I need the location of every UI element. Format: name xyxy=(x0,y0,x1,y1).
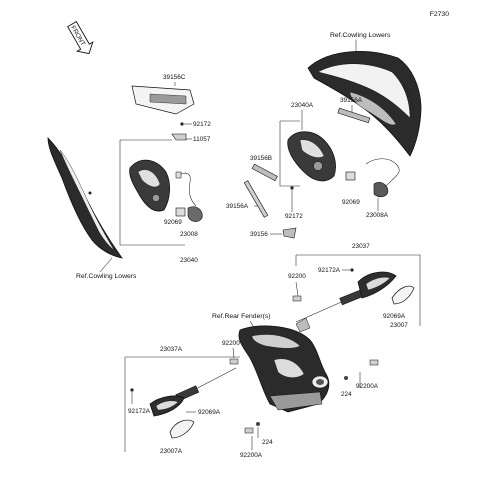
left-cowling-lower xyxy=(47,137,123,259)
part-label-92172A-top: 92172A xyxy=(318,267,341,274)
part-label-224-bot: 224 xyxy=(262,439,273,446)
screw-92172 xyxy=(290,186,294,190)
ref-cowling-lowers-top: Ref.Cowling Lowers xyxy=(330,32,391,39)
part-label-23008: 23008 xyxy=(180,231,198,238)
turn-signal-rear-right xyxy=(295,271,415,323)
rear-fender xyxy=(238,317,330,413)
pad-39156A xyxy=(337,107,371,124)
bolts-license-bracket-top xyxy=(344,359,379,388)
screw-92172A-top xyxy=(350,268,354,272)
part-label-92200A-bot: 92200A xyxy=(240,452,263,459)
part-label-23007A: 23007A xyxy=(160,448,183,455)
bracket-11057 xyxy=(171,133,187,141)
part-label-23037: 23037 xyxy=(352,243,370,250)
part-label-23008A: 23008A xyxy=(366,212,389,219)
screw-92172-a xyxy=(180,122,184,126)
part-label-39156B: 39156B xyxy=(250,155,272,162)
part-label-92069-b: 92069 xyxy=(342,199,360,206)
figure-code: F2730 xyxy=(430,11,449,18)
part-label-92069A-top: 92069A xyxy=(383,313,406,320)
part-label-39156: 39156 xyxy=(250,231,268,238)
screw-92172A-bot xyxy=(130,388,134,392)
part-label-11057: 11057 xyxy=(193,136,211,143)
part-label-92172-b: 92172 xyxy=(285,213,303,220)
nut-92200-top xyxy=(292,295,302,302)
front-arrow-icon: FRONT xyxy=(67,21,94,55)
part-label-92200-top: 92200 xyxy=(288,273,306,280)
nut-92200-mid xyxy=(229,358,239,365)
ref-rear-fender: Ref.Rear Fender(s) xyxy=(212,313,271,320)
part-label-23040A: 23040A xyxy=(291,102,314,109)
part-label-23007: 23007 xyxy=(390,322,408,329)
pad-39156C xyxy=(131,85,195,115)
pad-39156 xyxy=(282,227,297,239)
headlight-housing-right xyxy=(287,131,336,182)
part-label-39156A: 39156A xyxy=(340,97,363,104)
part-label-92172-a: 92172 xyxy=(193,121,211,128)
group-box xyxy=(119,140,185,246)
pad-39156B xyxy=(251,163,278,182)
part-label-23037A: 23037A xyxy=(160,346,183,353)
part-label-92200A-top: 92200A xyxy=(356,383,379,390)
part-label-23040: 23040 xyxy=(180,257,198,264)
turn-signal-front-left xyxy=(129,159,170,212)
ref-cowling-lowers-left: Ref.Cowling Lowers xyxy=(76,273,137,280)
group-box xyxy=(296,254,421,326)
strip-39156A xyxy=(243,180,269,218)
right-cowling-lower xyxy=(307,51,422,157)
part-label-92172A-bot: 92172A xyxy=(128,408,151,415)
part-label-92069-a: 92069 xyxy=(164,219,182,226)
turn-signal-rear-left xyxy=(149,367,237,439)
bolts-license-bracket-bottom xyxy=(244,422,260,450)
part-label-92200-mid: 92200 xyxy=(222,340,240,347)
part-label-39156A-left: 39156A xyxy=(226,203,249,210)
part-label-224-top: 224 xyxy=(341,391,352,398)
bulb-socket-right xyxy=(345,158,400,198)
bulb-socket-left xyxy=(175,171,203,222)
group-box xyxy=(279,121,300,187)
part-label-39156C: 39156C xyxy=(163,74,186,81)
part-label-92069A-bot: 92069A xyxy=(198,409,221,416)
